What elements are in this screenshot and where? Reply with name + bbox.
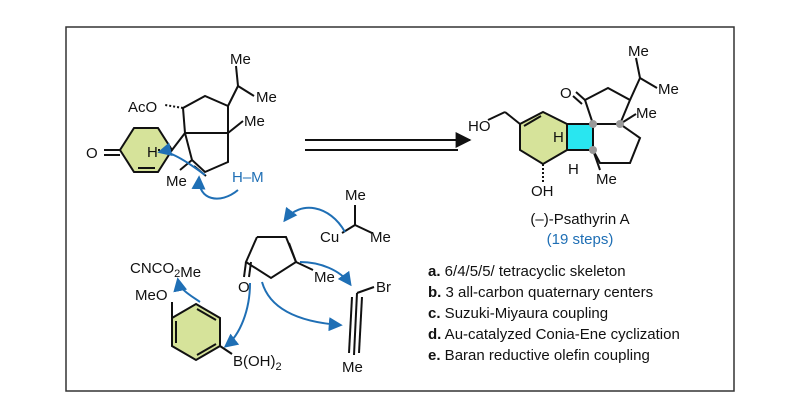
cyclohexenone-ring (118, 127, 174, 173)
product-oh-label: OH (531, 183, 554, 200)
product-ketone-label: O (560, 85, 572, 102)
product-ipr-me1: Me (628, 43, 649, 60)
product-h-bottom: H (568, 161, 579, 178)
product-structure (487, 57, 658, 182)
cnco2me-label: CNCO2Me (130, 260, 201, 281)
highlight-letter: c. (428, 305, 441, 322)
arrow-propargyl (299, 261, 352, 287)
starting-material-structure (104, 65, 255, 177)
highlight-text: 3 all-carbon quaternary centers (441, 284, 653, 301)
enone-me-label: Me (314, 269, 335, 286)
product-me-right: Me (636, 105, 657, 122)
highlight-letter: d. (428, 326, 441, 343)
acetoxy-label: AcO (128, 99, 157, 116)
highlight-item: d. Au-catalyzed Conia-Ene cyclization (428, 326, 680, 343)
highlight-item: b. 3 all-carbon quaternary centers (428, 284, 653, 301)
hm-label: H–M (232, 169, 264, 186)
highlight-text: Baran reductive olefin coupling (441, 347, 650, 364)
meo-label: MeO (135, 287, 168, 304)
sm-ipr-me2: Me (256, 89, 277, 106)
highlight-letter: a. (428, 263, 441, 280)
cyclobutane-ring (566, 123, 594, 151)
product-ho-label: HO (468, 118, 491, 135)
stereocenter-dot (616, 120, 624, 128)
cu-me1: Me (345, 187, 366, 204)
scheme-frame (65, 26, 735, 392)
stereocenter-dot (589, 120, 597, 128)
highlight-text: 6/4/5/5/ tetracyclic skeleton (441, 263, 626, 280)
stereocenter-dot (589, 146, 597, 154)
br-label: Br (376, 279, 391, 296)
product-me-bottom: Me (596, 171, 617, 188)
sm-me-label: Me (244, 113, 265, 130)
highlight-text: Suzuki-Miyaura coupling (441, 305, 609, 322)
highlight-item: a. 6/4/5/5/ tetracyclic skeleton (428, 263, 626, 280)
arrow-aryl (223, 282, 251, 348)
sm-h-label: H (147, 144, 158, 161)
sm-ipr-me1: Me (230, 51, 251, 68)
step-count: (19 steps) (547, 231, 614, 248)
product-name: (–)-Psathyrin A (530, 211, 629, 228)
highlight-item: c. Suzuki-Miyaura coupling (428, 305, 608, 322)
alkyne-me-label: Me (342, 359, 363, 376)
highlight-letter: b. (428, 284, 441, 301)
highlight-letter: e. (428, 347, 441, 364)
cu-me2: Me (370, 229, 391, 246)
aryl-boronic-structure (171, 302, 233, 362)
cuprate-structure (341, 205, 373, 234)
product-ipr-me2: Me (658, 81, 679, 98)
product-h-left: H (553, 129, 564, 146)
cu-label: Cu (320, 229, 339, 246)
sm-curved-arrow (157, 142, 206, 176)
arrow-alkyne (261, 281, 343, 332)
highlight-item: e. Baran reductive olefin coupling (428, 347, 650, 364)
arrow-cnco2me (173, 277, 201, 303)
enone-structure (243, 236, 314, 280)
sm-ketone-label: O (86, 145, 98, 162)
sm-vinyl-me: Me (166, 173, 187, 190)
arrow-cuprate (283, 206, 346, 233)
boronic-label: B(OH)2 (233, 353, 282, 373)
enone-o-label: O (238, 279, 250, 296)
aryl-ring (171, 302, 221, 362)
highlight-text: Au-catalyzed Conia-Ene cyclization (441, 326, 679, 343)
propargyl-bromide-structure (348, 286, 375, 356)
sm-hydride-arrow (191, 175, 239, 200)
